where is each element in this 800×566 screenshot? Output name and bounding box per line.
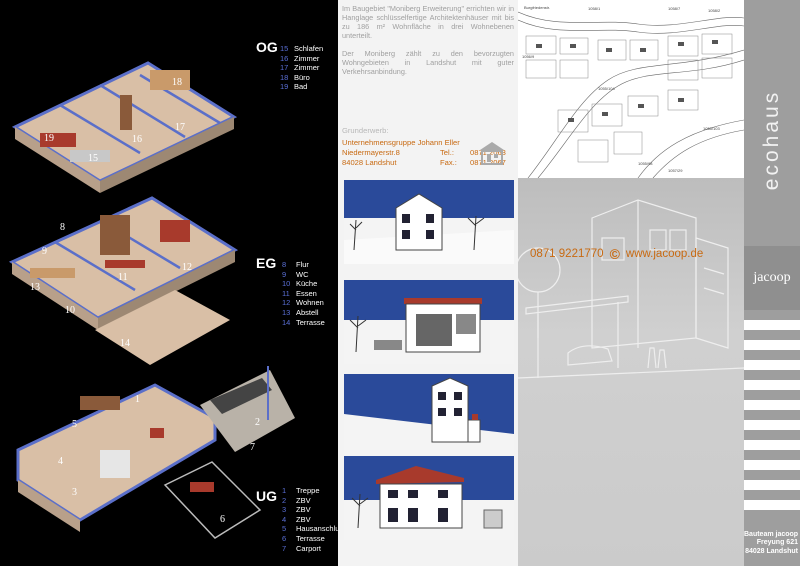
plan-label-4: 4 <box>58 456 63 467</box>
plan-label-6: 6 <box>220 514 225 525</box>
phone-number: 0871 9221770 <box>530 248 604 260</box>
eg-level-label: EG <box>256 255 277 271</box>
contact-tel-label: Tel.: <box>440 148 454 157</box>
contact-fax-label: Fax.: <box>440 158 457 167</box>
plan-label-9: 9 <box>42 246 47 257</box>
map-label-parcel: 1057/29 <box>668 168 683 173</box>
map-label-parcel: 1055/104 <box>598 86 615 91</box>
map-label-parcel: 1055/103 <box>703 126 720 131</box>
website-link[interactable]: www.jacoop.de <box>625 248 704 260</box>
house-sketch-drawing <box>518 199 744 379</box>
plan-label-11: 11 <box>118 272 128 283</box>
copyright-icon: © <box>609 246 620 262</box>
eg-floor-plan: 8 9 10 11 12 13 14 <box>8 196 239 365</box>
plan-label-17: 17 <box>175 122 185 133</box>
intro-paragraph-1: Im Baugebiet "Moniberg Erweiterung" erri… <box>342 4 514 40</box>
map-label-parcel: 1055/98 <box>638 161 653 166</box>
plan-label-15: 15 <box>88 153 98 164</box>
eller-logo-icon <box>480 142 504 165</box>
contact-company: Unternehmensgruppe Johann Eller <box>342 138 460 147</box>
house-elevation-west <box>344 456 514 540</box>
stripe-divider <box>744 320 800 330</box>
map-label-parcel: 1058/1 <box>588 6 601 11</box>
contact-tel: 0871 2063 <box>470 148 506 157</box>
plan-label-19: 19 <box>44 133 54 144</box>
intro-text: Im Baugebiet "Moniberg Erweiterung" erri… <box>342 4 514 85</box>
house-elevation-east <box>344 374 514 458</box>
map-label-parcel: 1058/7 <box>668 6 681 11</box>
plan-label-14: 14 <box>120 338 130 349</box>
contact-city: 84028 Landshut <box>342 158 397 167</box>
plan-label-1: 1 <box>135 394 140 405</box>
house-elevation-north <box>344 180 514 264</box>
og-level-label: OG <box>256 39 278 55</box>
map-label-parcel: 1058/2 <box>708 8 721 13</box>
contact-fax: 0871 2067 <box>470 158 506 167</box>
plan-label-10: 10 <box>65 305 75 316</box>
house-perspective-sketch <box>518 178 744 566</box>
plan-label-3: 3 <box>72 487 77 498</box>
stripe-divider <box>744 460 800 470</box>
plan-label-13: 13 <box>30 282 40 293</box>
contact-block: Grunderwerb: Unternehmensgruppe Johann E… <box>342 126 514 168</box>
right-column: Burgfriedenstr. 1058/1 1058/7 1058/2 105… <box>518 0 800 566</box>
stripe-divider <box>744 340 800 350</box>
site-map: Burgfriedenstr. 1058/1 1058/7 1058/2 105… <box>518 0 744 178</box>
contact-heading: Grunderwerb: <box>342 126 389 135</box>
map-label-parcel: 1056/9 <box>522 54 535 59</box>
contact-street: Niedermayerstr.8 <box>342 148 400 157</box>
stripe-divider <box>744 440 800 450</box>
info-column: Im Baugebiet "Moniberg Erweiterung" erri… <box>338 0 518 566</box>
brand-strip: ecohaus jacoop Bauteam jacoop Freyung 62… <box>744 0 800 566</box>
plan-label-18: 18 <box>172 77 182 88</box>
plan-label-8: 8 <box>60 222 65 233</box>
plan-label-7: 7 <box>250 442 255 453</box>
stripe-divider <box>744 420 800 430</box>
footer-address: Bauteam jacoop Freyung 621 84028 Landshu… <box>744 531 799 555</box>
plan-label-16: 16 <box>132 134 142 145</box>
plan-label-5: 5 <box>72 419 77 430</box>
map-label-street: Burgfriedenstr. <box>524 5 550 10</box>
intro-paragraph-2: Der Moniberg zählt zu den bevorzugten Wo… <box>342 49 514 76</box>
ecohaus-vertical-title: ecohaus <box>760 89 783 191</box>
plan-label-12: 12 <box>182 262 192 273</box>
og-floor-plan: 19 15 16 17 18 <box>11 61 238 193</box>
stripe-divider <box>744 480 800 490</box>
stripe-divider <box>744 400 800 410</box>
plan-label-2: 2 <box>255 417 260 428</box>
jacoop-logo: jacoop <box>744 246 800 310</box>
stripe-divider <box>744 360 800 370</box>
stripe-divider <box>744 500 800 510</box>
house-elevation-south <box>344 280 514 364</box>
ug-floor-plan: 1 2 3 4 5 6 7 <box>16 366 295 539</box>
contact-phone-line: 0871 9221770 © www.jacoop.de <box>530 246 703 262</box>
ug-level-label: UG <box>256 488 277 504</box>
stripe-divider <box>744 380 800 390</box>
